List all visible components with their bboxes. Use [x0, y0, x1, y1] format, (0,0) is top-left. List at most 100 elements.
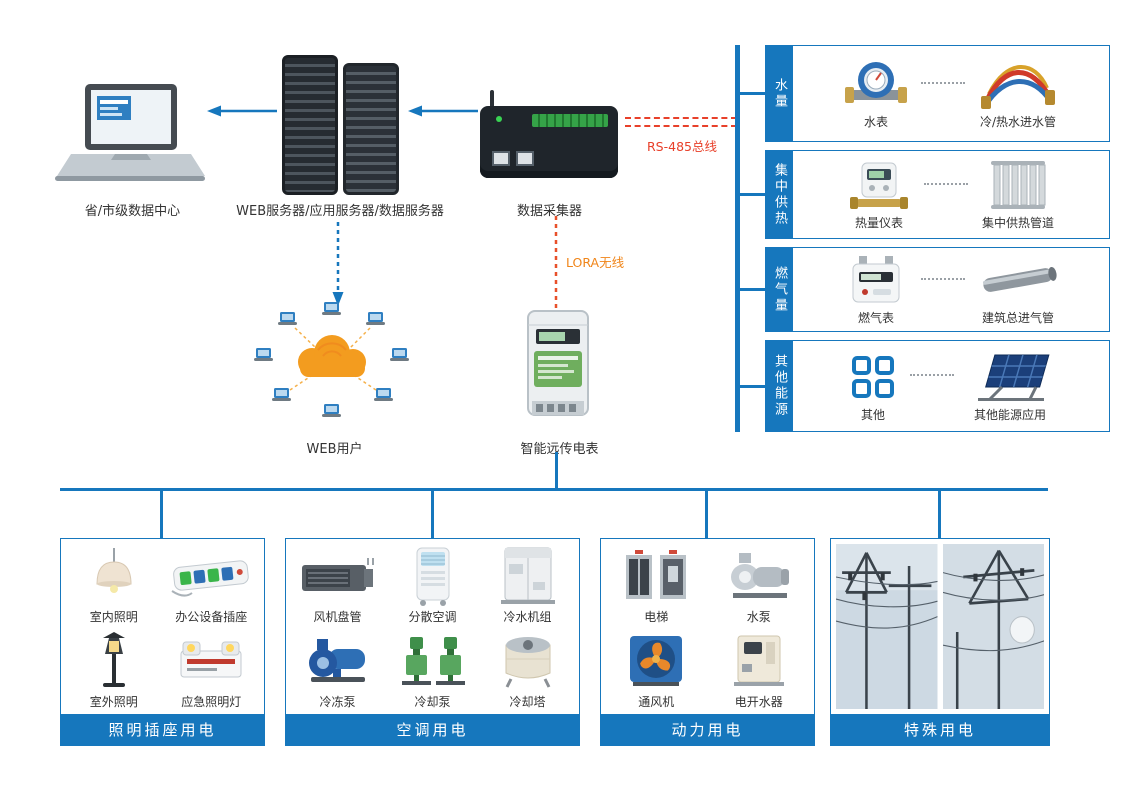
category-row-other: 其他能源 其他	[765, 340, 1110, 432]
category-label: 其他能源	[766, 341, 793, 431]
water-boiler-icon	[730, 632, 788, 690]
cloud-users-icon	[250, 300, 415, 426]
cooling-pump-icon	[398, 632, 468, 690]
datacenter-label: 省/市级数据中心	[84, 204, 181, 219]
panel-item: 电梯	[605, 543, 708, 629]
category-item: 建筑总进气管	[979, 253, 1057, 326]
panel-item: 分散空调	[385, 543, 480, 629]
data-collector-icon	[480, 90, 620, 178]
bottom-bus-line	[60, 488, 1048, 491]
panel-item: 冷却塔	[480, 629, 575, 715]
panel-hvac: 风机盘管 分散空调	[285, 538, 580, 746]
ethernet-port	[492, 151, 510, 166]
drop-line	[705, 491, 708, 538]
arrow-server-to-users	[331, 222, 345, 310]
power-lines-photo-1	[836, 544, 938, 709]
ethernet-port	[516, 151, 534, 166]
item-caption: 风机盘管	[313, 609, 362, 624]
server-rack-icon	[282, 55, 399, 195]
item-caption: 冷却塔	[509, 695, 546, 710]
item-caption: 其他能源应用	[973, 407, 1046, 422]
solar-panel-icon	[968, 350, 1052, 404]
panel-item: 电开水器	[708, 629, 811, 715]
item-caption: 其他	[860, 407, 885, 422]
server-tower	[282, 55, 338, 195]
dotted-connector	[910, 374, 954, 376]
item-caption: 室外照明	[89, 695, 138, 710]
panel-special: 特殊用电	[830, 538, 1050, 746]
item-caption: 应急照明灯	[181, 695, 242, 710]
panel-item: 水泵	[708, 543, 811, 629]
category-item: 其他	[850, 350, 896, 423]
item-caption: 热量仪表	[854, 216, 903, 230]
item-caption: 电开水器	[734, 695, 783, 710]
water-meter-icon	[845, 57, 907, 111]
category-item: 燃气表	[845, 253, 907, 326]
water-pump-icon	[723, 547, 795, 605]
item-caption: 冷却泵	[414, 695, 451, 710]
rs485-dashed-line	[625, 125, 737, 127]
rs485-dashed-line	[625, 117, 737, 119]
chiller-icon	[499, 547, 557, 605]
radiator-icon	[989, 158, 1047, 212]
server-tower	[343, 63, 399, 195]
drop-line	[160, 491, 163, 538]
dotted-connector	[921, 277, 965, 280]
branch-line	[740, 288, 765, 291]
server-label: WEB服务器/应用服务器/数据服务器	[236, 204, 444, 219]
fan-coil-icon	[298, 547, 378, 605]
panel-title: 动力用电	[601, 714, 814, 745]
arrow-collector-to-server	[408, 103, 478, 122]
category-item: 集中供热管道	[982, 158, 1054, 231]
collector-label: 数据采集器	[516, 204, 582, 219]
item-caption: 燃气表	[857, 311, 894, 325]
terminal-block	[532, 114, 608, 127]
panel-item: 冷冻泵	[290, 629, 385, 715]
panel-title: 特殊用电	[831, 714, 1049, 745]
category-item: 热量仪表	[848, 158, 910, 231]
item-caption: 通风机	[638, 695, 675, 710]
panel-item: 通风机	[605, 629, 708, 715]
drop-line	[938, 491, 941, 538]
item-caption: 水表	[863, 115, 888, 129]
portable-ac-icon	[409, 547, 457, 606]
panel-item: 室内照明	[65, 543, 163, 629]
panel-item: 室外照明	[65, 629, 163, 715]
lora-label: LORA无线	[566, 255, 625, 270]
chilled-pump-icon	[303, 632, 373, 690]
drop-line	[431, 491, 434, 538]
dotted-connector	[921, 81, 965, 84]
item-caption: 冷/热水进水管	[979, 115, 1057, 129]
emergency-light-icon	[173, 632, 249, 690]
item-caption: 水泵	[746, 609, 771, 624]
category-item: 其他能源应用	[968, 350, 1052, 423]
panel-title: 空调用电	[286, 714, 579, 745]
rs485-label: RS-485总线	[647, 139, 717, 154]
branch-line	[740, 385, 765, 388]
smart-meter-icon	[521, 305, 595, 431]
right-bus-line	[735, 45, 740, 432]
antenna-icon	[490, 90, 494, 108]
panel-item: 冷却泵	[385, 629, 480, 715]
power-strip-icon	[170, 547, 252, 605]
branch-line	[740, 193, 765, 196]
panel-item: 应急照明灯	[163, 629, 261, 715]
dotted-connector	[923, 182, 968, 185]
lora-dashed-line	[553, 216, 559, 312]
item-caption: 集中供热管道	[981, 216, 1054, 230]
category-label: 水量	[766, 46, 793, 141]
item-caption: 办公设备插座	[175, 609, 248, 624]
panel-item: 风机盘管	[290, 543, 385, 629]
grid-squares-icon	[850, 350, 896, 404]
ventilator-icon	[627, 632, 685, 690]
meter-to-bus-line	[555, 452, 558, 489]
item-caption: 室内照明	[89, 609, 138, 624]
gas-pipe-icon	[979, 253, 1057, 307]
web-users-label: WEB用户	[306, 442, 363, 457]
panel-title: 照明插座用电	[61, 714, 264, 745]
panel-lighting: 室内照明 办公设备	[60, 538, 265, 746]
category-item: 冷/热水进水管	[979, 57, 1057, 130]
panel-power: 电梯 水泵	[600, 538, 815, 746]
elevator-icon	[620, 547, 692, 605]
